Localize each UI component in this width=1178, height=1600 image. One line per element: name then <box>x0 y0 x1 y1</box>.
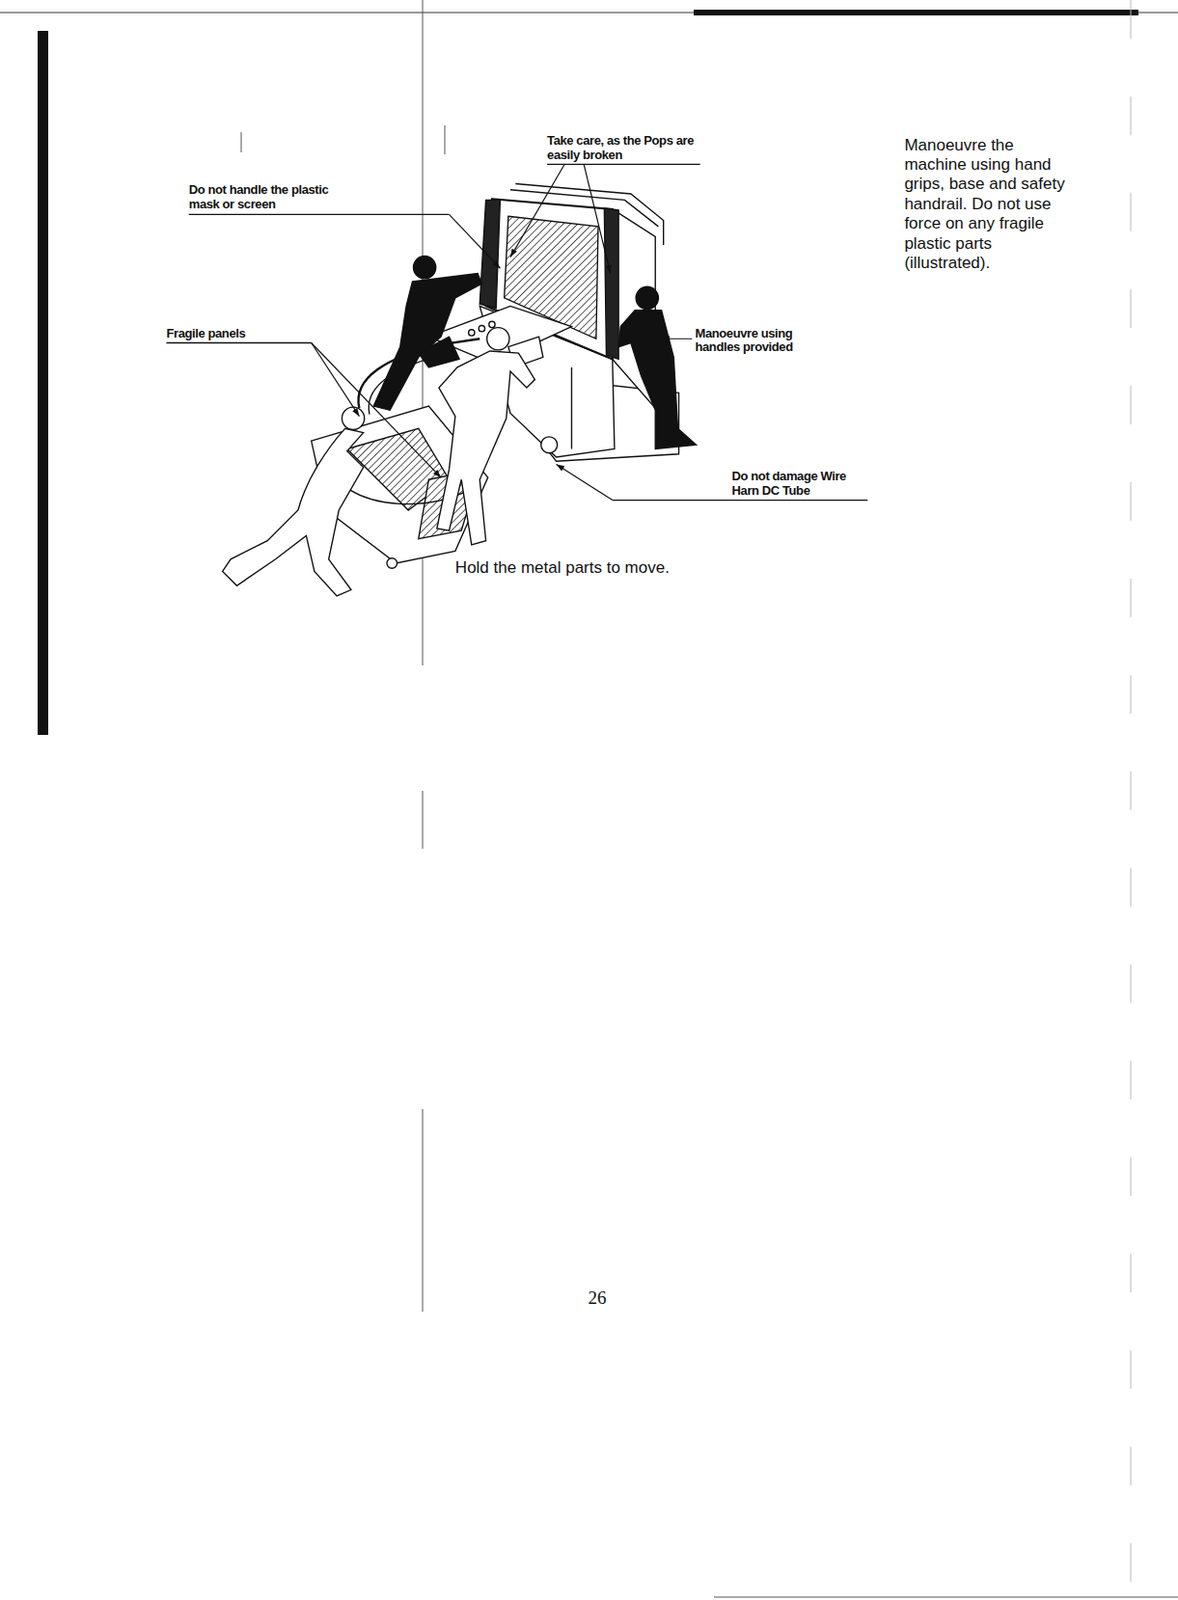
callout-note: Manoeuvre using handles provided <box>694 327 818 357</box>
leader-line <box>556 464 613 500</box>
underline <box>165 342 311 344</box>
arrowhead <box>605 265 612 274</box>
callout-note: Take care, as the Pops are easily broken <box>547 134 711 164</box>
instruction-text: Hold the metal parts to move. <box>455 558 721 578</box>
leader-line <box>510 164 565 257</box>
callout-note: Fragile panels <box>165 327 289 342</box>
page-number: 26 <box>587 1287 629 1310</box>
arrowhead <box>556 464 566 471</box>
underline <box>547 164 701 165</box>
underline <box>612 499 869 501</box>
leader-line <box>449 214 501 269</box>
callout-note: Do not handle the plastic mask or screen <box>189 183 358 213</box>
callout-note: Do not damage Wire Harn DC Tube <box>732 469 876 499</box>
underline <box>189 214 450 216</box>
arrowhead <box>492 260 500 269</box>
leader-line <box>311 342 441 478</box>
arcade-machine-drawing <box>222 183 697 596</box>
arrowhead <box>352 408 359 417</box>
arrowhead <box>510 248 518 258</box>
arrowhead <box>433 469 441 478</box>
arrowhead <box>661 335 670 342</box>
side-note: Manoeuvre the machine using hand grips, … <box>904 136 1080 274</box>
leader-line <box>583 164 611 274</box>
leader-line <box>311 342 360 416</box>
